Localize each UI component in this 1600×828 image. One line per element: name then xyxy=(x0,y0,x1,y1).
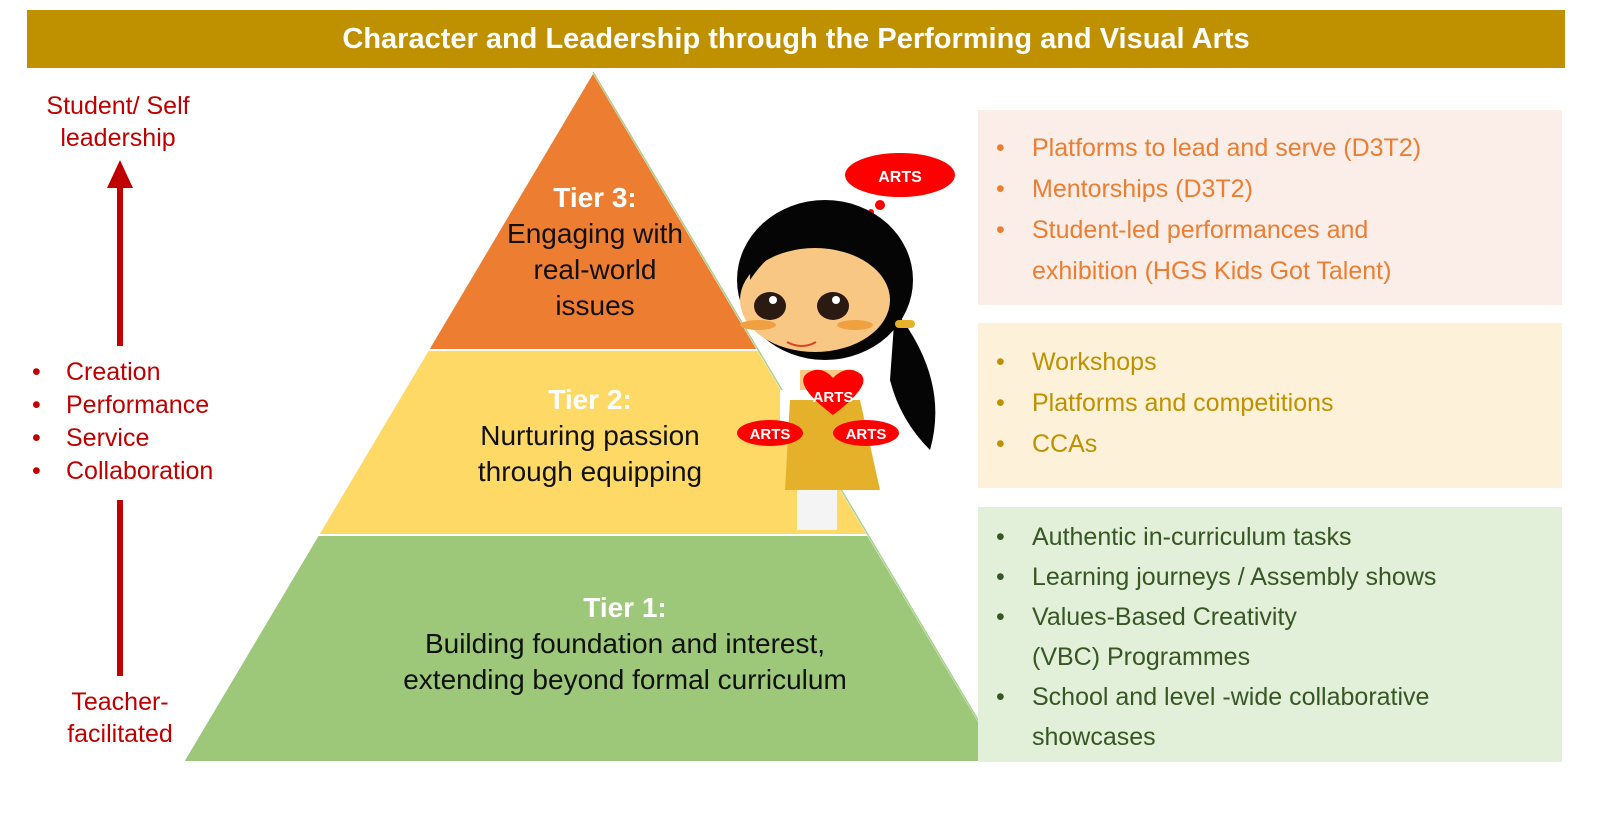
activity-item: Learning journeys / Assembly shows xyxy=(988,557,1562,597)
tier-2-heading: Tier 2: xyxy=(548,384,632,415)
activity-item: Authentic in-curriculum tasks xyxy=(988,517,1562,557)
tier-2-activities-box: Workshops Platforms and competitions CCA… xyxy=(978,323,1562,488)
girl-mascot-illustration xyxy=(737,153,955,530)
tier-3-heading: Tier 3: xyxy=(553,182,637,213)
skill-item: Service xyxy=(24,422,213,455)
left-badge-label: ARTS xyxy=(750,426,791,443)
tier-3-activities-box: Platforms to lead and serve (D3T2) Mento… xyxy=(978,110,1562,305)
tier-3-label: Tier 3: Engaging with real-world issues xyxy=(505,180,685,324)
activity-item: Workshops xyxy=(988,342,1562,383)
heart-label: ARTS xyxy=(813,389,854,406)
activity-item: School and level -wide collaborative sho… xyxy=(988,677,1502,757)
top-label: Student/ Self leadership xyxy=(46,92,190,152)
skill-item: Collaboration xyxy=(24,455,213,488)
activity-item: Platforms to lead and serve (D3T2) xyxy=(988,128,1562,169)
diagram-title: Character and Leadership through the Per… xyxy=(27,10,1565,68)
tier-1-label: Tier 1: Building foundation and interest… xyxy=(380,590,870,698)
arrow-up-icon xyxy=(107,160,133,188)
tier-3-text: Engaging with real-world issues xyxy=(507,218,683,321)
activity-item: Values-Based Creativity (VBC) Programmes xyxy=(988,597,1352,677)
tier-2-text: Nurturing passion through equipping xyxy=(477,420,703,487)
bottom-label: Teacher-facilitated xyxy=(67,688,173,748)
tier-2-label: Tier 2: Nurturing passion through equipp… xyxy=(440,382,740,490)
activity-item: Platforms and competitions xyxy=(988,383,1562,424)
skill-item: Performance xyxy=(24,389,213,422)
skills-list: Creation Performance Service Collaborati… xyxy=(24,356,213,488)
tier-1-activities-box: Authentic in-curriculum tasks Learning j… xyxy=(978,507,1562,762)
tier-1-text: Building foundation and interest, extend… xyxy=(403,628,847,695)
right-badge-label: ARTS xyxy=(846,426,887,443)
activity-item: Mentorships (D3T2) xyxy=(988,169,1562,210)
arrow-shaft-upper xyxy=(117,186,123,346)
activity-item: Student-led performances and exhibition … xyxy=(988,210,1472,292)
skill-item: Creation xyxy=(24,356,213,389)
arrow-shaft-lower xyxy=(117,500,123,676)
thought-bubble-label: ARTS xyxy=(878,169,922,186)
tier-1-heading: Tier 1: xyxy=(583,592,667,623)
activity-item: CCAs xyxy=(988,424,1562,465)
